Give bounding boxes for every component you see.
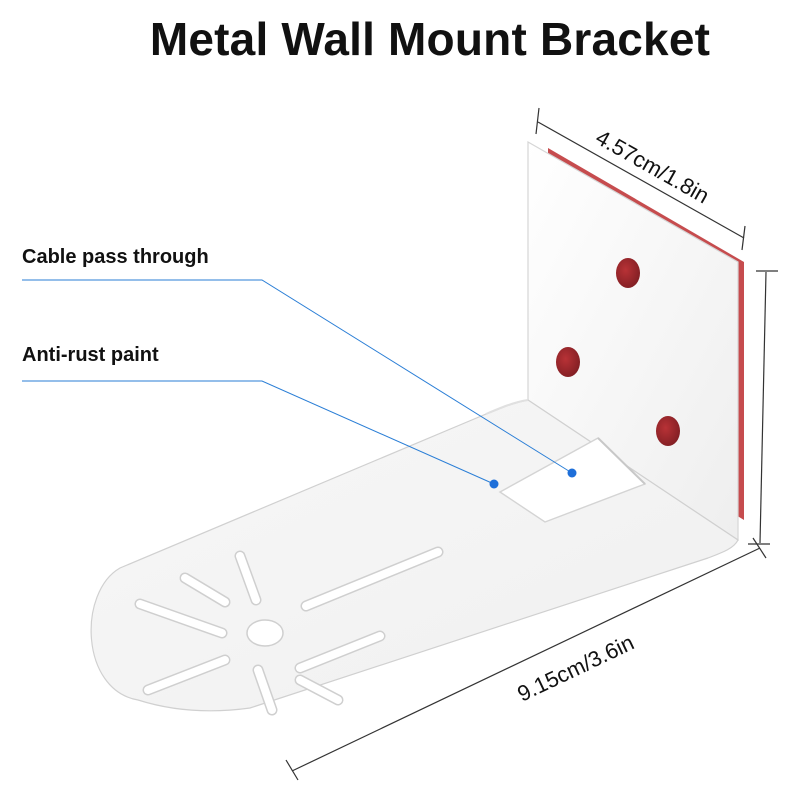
dimension-length-label: 9.15cm/3.6in <box>513 630 637 707</box>
callout-cable-pass-label: Cable pass through <box>22 246 209 268</box>
dimension-depth <box>535 107 746 251</box>
dimension-height <box>748 270 778 545</box>
callout-anti-rust-label: Anti-rust paint <box>22 344 159 366</box>
callout-line-anti-rust <box>22 380 495 485</box>
mounting-holes <box>556 258 680 446</box>
page-title: Metal Wall Mount Bracket <box>149 13 711 65</box>
bend-edge <box>485 399 529 415</box>
callout-dot-cable-pass <box>567 468 577 478</box>
callout-line-cable-pass <box>22 279 573 474</box>
mount-hole <box>556 347 580 377</box>
center-hole <box>246 619 284 647</box>
mount-hole <box>656 416 680 446</box>
callout-lines <box>22 279 573 485</box>
dimension-length <box>285 537 767 781</box>
callout-dot-anti-rust <box>489 479 499 489</box>
mount-hole <box>616 258 640 288</box>
